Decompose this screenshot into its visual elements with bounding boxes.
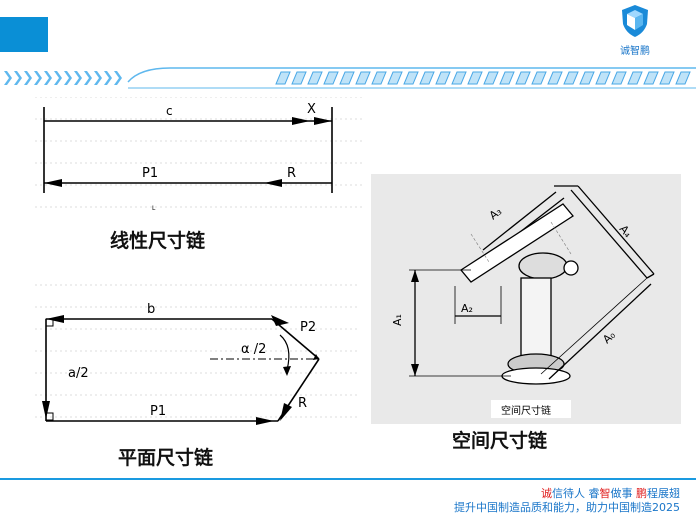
spatial-inner-caption: 空间尺寸链: [501, 404, 551, 417]
header-pattern: [275, 71, 691, 85]
label-a1: A₁: [391, 314, 404, 326]
planar-chain-diagram: b P2 α /2 a/2 P1 R: [35, 284, 360, 425]
header-band: [4, 67, 696, 89]
linear-chain-caption: 线性尺寸链: [110, 230, 206, 252]
logo: 诚智鹏: [612, 4, 658, 57]
label-x: X: [307, 102, 316, 117]
spatial-chain-caption: 空间尺寸链: [452, 430, 548, 452]
accent-block: [0, 17, 48, 52]
logo-text: 诚智鹏: [620, 46, 650, 57]
label-p2: P2: [300, 320, 316, 335]
label-alpha: α /2: [241, 342, 266, 357]
label-r: R: [287, 166, 296, 181]
planar-chain-caption: 平面尺寸链: [118, 447, 214, 469]
label-p1: P1: [150, 404, 166, 419]
slogan-line-1: 诚信待人 睿智做事 鹏程展翅: [440, 485, 680, 501]
label-p1: P1: [142, 166, 158, 181]
slogan-char-cheng: 诚: [541, 487, 552, 500]
label-b: b: [147, 302, 155, 317]
slogan-seg-1: 信待人 睿: [552, 487, 600, 500]
label-a2: A₂: [461, 302, 473, 315]
slogan-line-2: 提升中国制造品质和能力，助力中国制造2025: [454, 501, 680, 514]
label-r: R: [298, 396, 307, 411]
label-a2: a/2: [68, 366, 89, 381]
label-c: c: [166, 104, 173, 118]
shield-cube-icon: [622, 5, 648, 37]
slogan-seg-3: 程展翅: [647, 487, 680, 500]
slogan-char-peng: 鹏: [636, 487, 647, 500]
footer-divider: [0, 478, 696, 480]
label-l: L: [152, 205, 156, 212]
header-arrows: [4, 71, 122, 85]
slogan-seg-2: 做事: [610, 487, 636, 500]
spatial-chain-diagram: A₃ A₄ A₁ A₂ A₀ 空间尺寸链: [371, 174, 681, 424]
linear-chain-diagram: c X P1 R L: [35, 97, 365, 212]
slogan-char-zhi: 智: [599, 487, 611, 500]
